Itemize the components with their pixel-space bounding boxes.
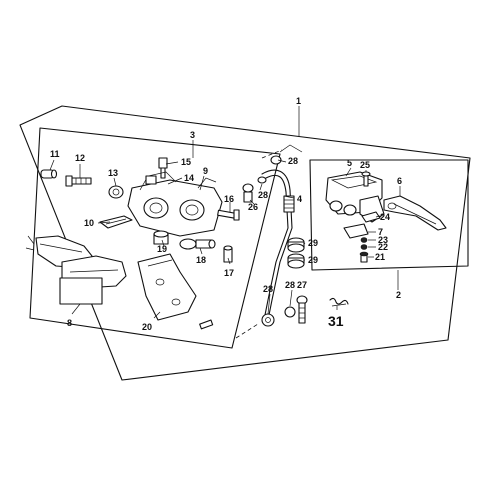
caliper-frame: [29, 127, 281, 349]
label-12: 12: [75, 153, 85, 163]
hose-group-dashed: [235, 149, 283, 339]
label-3: 3: [190, 130, 195, 140]
label-31: 31: [328, 313, 344, 329]
part-27-bolt: [296, 295, 308, 324]
label-11: 11: [50, 149, 60, 159]
leader-lines: [49, 106, 401, 319]
part-22-washer: [360, 244, 368, 250]
part-11-pin: [40, 169, 58, 179]
caliper-body: [127, 171, 223, 237]
part-20-bracket: [137, 253, 197, 321]
part-23-washer: [360, 237, 368, 243]
label-28-top: 28: [288, 156, 298, 166]
part-bracket-bolt: [199, 319, 214, 330]
label-17: 17: [224, 268, 234, 278]
label-14: 14: [184, 173, 194, 183]
part-19-seal: [153, 230, 169, 245]
label-28-lower-left: 28: [263, 284, 273, 294]
label-19: 19: [157, 244, 167, 254]
label-5: 5: [347, 158, 352, 168]
label-20: 20: [142, 322, 152, 332]
part-28-washer-left: [257, 176, 267, 184]
part-6-brake-lever: [383, 195, 447, 231]
part-21-screw: [359, 251, 369, 263]
label-13: 13: [108, 168, 118, 178]
label-6: 6: [397, 176, 402, 186]
part-18-piston: [179, 238, 216, 250]
part-28-washer-lower-right: [284, 306, 296, 318]
part-7-switch: [343, 223, 369, 239]
part-number-labels: 1 2 3 4 5 6 7 8 9 10 11 12 13 14 15 16 1…: [50, 96, 402, 332]
label-28-lower-right: 28: [285, 280, 295, 290]
label-15: 15: [181, 157, 191, 167]
label-2: 2: [396, 290, 401, 300]
label-26: 26: [248, 202, 258, 212]
label-29-b: 29: [308, 255, 318, 265]
label-10: 10: [84, 218, 94, 228]
part-4-brake-hose: [261, 169, 295, 321]
label-16: 16: [224, 194, 234, 204]
label-25: 25: [360, 160, 370, 170]
part-17-pin: [223, 245, 233, 263]
master-cylinder-frame: [309, 159, 469, 271]
label-29-a: 29: [308, 238, 318, 248]
part-13-bushing: [108, 185, 124, 199]
label-7: 7: [378, 227, 383, 237]
part-29-grommet-b: [287, 253, 305, 269]
label-24: 24: [380, 212, 390, 222]
label-4: 4: [297, 194, 302, 204]
part-26-bolt: [242, 183, 254, 203]
part-29-grommet-a: [287, 237, 305, 253]
label-28-left: 28: [258, 190, 268, 200]
part-28-washer-lower-left: [261, 313, 275, 327]
label-23: 23: [378, 235, 388, 245]
label-8: 8: [67, 318, 72, 328]
part-31-clips: [329, 297, 349, 307]
part-8-brake-pads: [25, 235, 127, 305]
part-28-banjo-top: [270, 155, 282, 165]
label-27: 27: [297, 280, 307, 290]
label-1: 1: [296, 96, 301, 106]
part-16-bolt: [217, 209, 240, 221]
part-12-bolt: [65, 175, 92, 187]
part-24-clip: [361, 211, 381, 223]
label-18: 18: [196, 255, 206, 265]
part-15-bleeder: [158, 157, 168, 179]
part-10-clip: [99, 215, 133, 229]
label-21: 21: [375, 252, 385, 262]
hose-bracket-mark: [279, 144, 303, 153]
outer-frame: [19, 105, 471, 381]
label-9: 9: [203, 166, 208, 176]
label-22: 22: [378, 242, 388, 252]
